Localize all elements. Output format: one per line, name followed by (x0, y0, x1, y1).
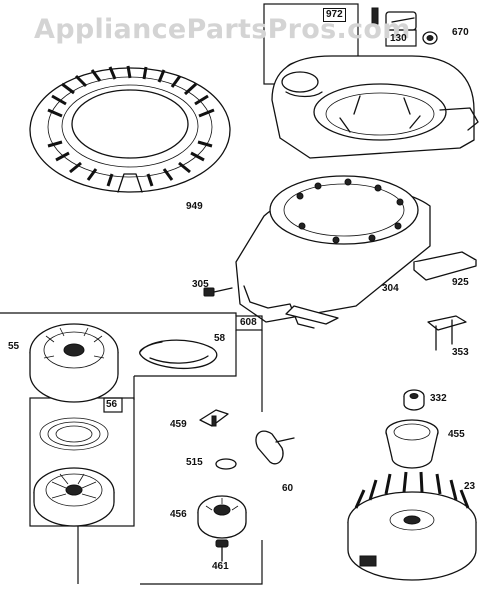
callout-55[interactable]: 55 (8, 341, 20, 352)
callout-58[interactable]: 58 (214, 333, 226, 344)
starter-housing-part[interactable] (29, 323, 119, 403)
callout-972[interactable]: 972 (323, 8, 346, 22)
callout-456[interactable]: 456 (170, 509, 187, 520)
fuel-tank-part[interactable] (263, 3, 479, 159)
bolt-part[interactable] (203, 287, 233, 297)
callout-515[interactable]: 515 (186, 457, 203, 468)
spring-pulley-part[interactable] (33, 417, 115, 527)
callout-925[interactable]: 925 (452, 277, 469, 288)
callout-608[interactable]: 608 (240, 317, 257, 328)
callout-455[interactable]: 455 (448, 429, 465, 440)
rotating-screen-part[interactable] (29, 65, 231, 193)
flywheel-part[interactable] (347, 471, 477, 581)
bracket-part[interactable] (427, 315, 467, 351)
callout-304[interactable]: 304 (382, 283, 399, 294)
blower-housing-part[interactable] (235, 175, 431, 329)
starter-handle-part[interactable] (255, 430, 295, 465)
callout-670[interactable]: 670 (452, 27, 469, 38)
callout-60[interactable]: 60 (282, 483, 294, 494)
callout-305[interactable]: 305 (192, 279, 209, 290)
guard-part[interactable] (413, 251, 477, 281)
pawl-part[interactable] (199, 409, 229, 427)
screw-part[interactable] (215, 539, 229, 562)
starter-cup-part[interactable] (385, 419, 439, 469)
starter-rope-part[interactable] (139, 339, 218, 370)
callout-332[interactable]: 332 (430, 393, 447, 404)
callout-23[interactable]: 23 (464, 481, 476, 492)
site-watermark: AppliancePartsPros.com (34, 14, 411, 45)
callout-459[interactable]: 459 (170, 419, 187, 430)
flywheel-nut-part[interactable] (403, 389, 425, 411)
callout-56[interactable]: 56 (106, 399, 118, 410)
retainer-clip-part[interactable] (215, 458, 237, 470)
ratchet-part[interactable] (197, 495, 247, 539)
callout-353[interactable]: 353 (452, 347, 469, 358)
callout-461[interactable]: 461 (212, 561, 229, 572)
callout-130[interactable]: 130 (390, 33, 407, 44)
callout-949[interactable]: 949 (186, 201, 203, 212)
cap-fittings-part[interactable] (371, 7, 438, 47)
